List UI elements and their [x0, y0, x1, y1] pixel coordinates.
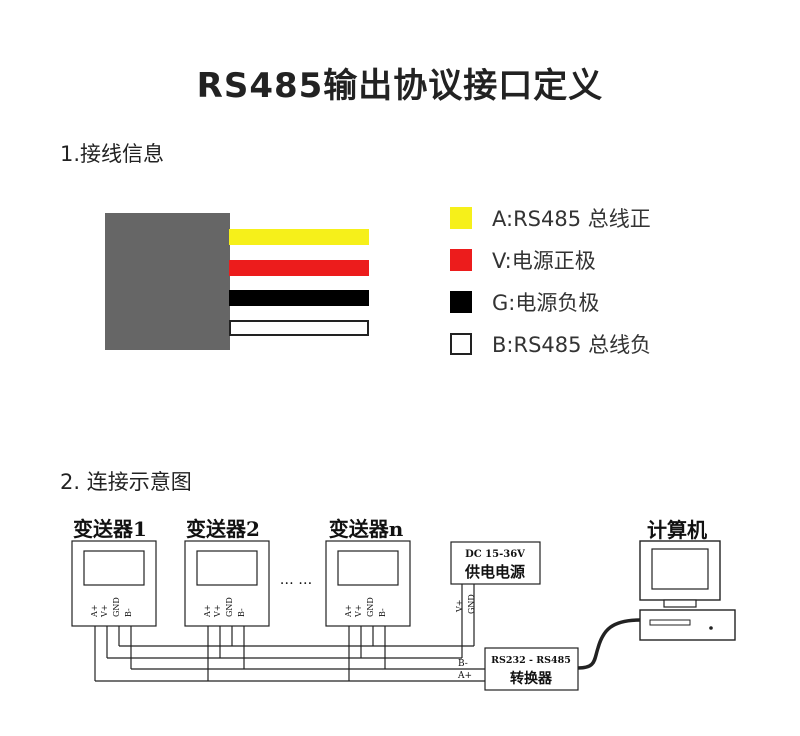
converter-box [484, 647, 579, 691]
supply-pin-label: V+ [455, 600, 464, 613]
transmitter-n: A+ V+ GND B- [325, 540, 411, 627]
pin-label: A+ [90, 605, 99, 618]
pin-label: A+ [203, 605, 212, 618]
pin-label: GND [225, 597, 234, 617]
page-title: RS485输出协议接口定义 [196, 66, 604, 106]
serial-cable [577, 618, 641, 670]
legend-swatch-black [450, 291, 472, 313]
legend-swatch-red [450, 249, 472, 271]
transmitter-display [83, 550, 145, 586]
pin-label: B- [378, 608, 387, 617]
pin-label: GND [112, 597, 121, 617]
converter-spec: RS232 - RS485 [491, 655, 571, 666]
pin-label: V+ [100, 605, 109, 618]
rs232-rs485-converter: RS232 - RS485 转换器 [484, 647, 579, 691]
cable-jacket [105, 213, 230, 350]
wire-a-yellow [229, 229, 369, 245]
transmitter-display [337, 550, 399, 586]
transmitter-n-label: 变送器n [329, 517, 404, 541]
transmitter-1-label: 变送器1 [73, 517, 147, 541]
pin-label: B- [237, 608, 246, 617]
legend-label: A:RS485 总线正 [492, 207, 651, 231]
supply-pin-label: GND [467, 594, 476, 614]
pin-label: A+ [344, 605, 353, 618]
pin-label: V+ [354, 605, 363, 618]
legend-swatch-white [450, 333, 472, 355]
legend-item-a: A:RS485 总线正 [450, 200, 750, 236]
power-supply-spec: DC 15-36V [465, 549, 525, 560]
wire-v-red [229, 260, 369, 276]
ellipsis: … … [280, 572, 312, 588]
pin-label: GND [366, 597, 375, 617]
legend-swatch-yellow [450, 207, 472, 229]
power-supply-box [450, 541, 541, 585]
legend-item-g: G:电源负极 [450, 284, 750, 320]
transmitter-2-label: 变送器2 [186, 517, 260, 541]
legend-item-v: V:电源正极 [450, 242, 750, 278]
legend-label: B:RS485 总线负 [492, 333, 652, 357]
pin-label: B- [124, 608, 133, 617]
transmitter-2: A+ V+ GND B- [184, 540, 270, 627]
monitor-stand [663, 599, 697, 608]
bus-label-a-plus: A+ [457, 671, 472, 681]
pin-label: V+ [213, 605, 222, 618]
disk-drive-slot [649, 619, 691, 626]
legend-label: V:电源正极 [492, 249, 596, 273]
legend-label: G:电源负极 [492, 291, 600, 315]
bus-label-b-minus: B- [458, 659, 468, 669]
power-led [709, 626, 713, 630]
transmitter-display [196, 550, 258, 586]
section-heading-wiring: 1.接线信息 [60, 142, 165, 166]
computer: 计算机 [639, 518, 736, 641]
connection-diagram: 变送器1 变送器2 变送器n A+ V+ GND B- A+ V+ GND B-… [71, 517, 736, 691]
power-supply: DC 15-36V 供电电源 V+ GND [450, 541, 541, 614]
bus-wiring [94, 584, 485, 682]
computer-label: 计算机 [647, 518, 707, 542]
transmitter-1: A+ V+ GND B- [71, 540, 157, 627]
section-heading-connection: 2. 连接示意图 [60, 470, 192, 494]
monitor-screen [651, 548, 709, 590]
wire-g-black [229, 290, 369, 306]
legend-item-b: B:RS485 总线负 [450, 326, 750, 362]
wire-b-white [229, 320, 369, 336]
power-supply-label: 供电电源 [464, 563, 525, 581]
converter-label: 转换器 [510, 670, 553, 687]
